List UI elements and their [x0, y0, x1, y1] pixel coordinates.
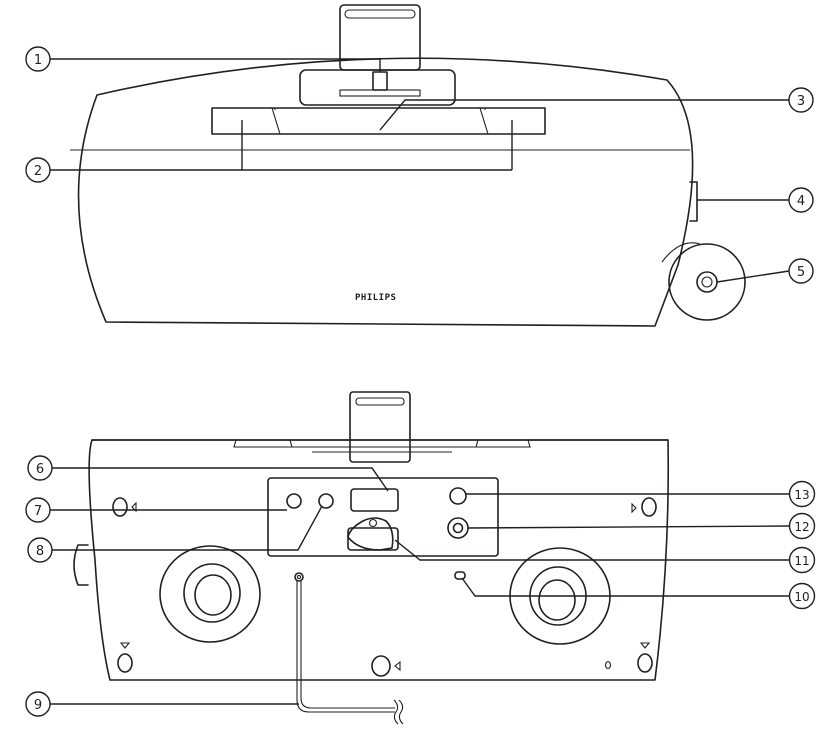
- lead-1: [50, 58, 381, 72]
- leader-lines: [50, 58, 790, 705]
- top-control-panel: [211, 107, 546, 135]
- jack-13: [449, 487, 467, 505]
- jack-12-outer: [447, 517, 469, 539]
- speaker-left-inner: [194, 574, 232, 616]
- speaker-left-outer: [159, 545, 261, 643]
- arrow-tl: [131, 501, 137, 513]
- dock-base: [299, 69, 456, 106]
- callout-4-label: 4: [797, 194, 805, 209]
- callout-9: 9: [25, 691, 51, 717]
- lead-5: [716, 270, 790, 283]
- callout-2-label: 2: [34, 164, 42, 179]
- antenna-connector: [347, 527, 399, 551]
- callout-7-label: 7: [34, 504, 42, 519]
- arrow-bc: [394, 660, 401, 672]
- lead-11: [394, 539, 789, 561]
- callout-6: 6: [27, 455, 53, 481]
- arrow-tr: [631, 502, 637, 514]
- callout-13-label: 13: [794, 488, 809, 502]
- lead-6: [52, 467, 389, 492]
- screw-hole-bc: [371, 655, 391, 677]
- callout-5-label: 5: [797, 265, 805, 280]
- speaker-right-inner: [538, 579, 576, 621]
- cable-entry-inner: [296, 574, 302, 580]
- callout-11: 11: [788, 546, 816, 574]
- back-rim-tabs: [233, 439, 531, 453]
- screw-hole-tr: [641, 497, 657, 517]
- callout-12-label: 12: [794, 520, 809, 534]
- back-body-outline: [88, 439, 670, 681]
- callout-7: 7: [25, 497, 51, 523]
- callout-5: 5: [788, 258, 814, 284]
- callout-12: 12: [788, 512, 816, 540]
- back-dock-arm: [349, 391, 411, 463]
- callout-4: 4: [788, 187, 814, 213]
- back-view: [73, 391, 670, 725]
- cable-entry-outer: [294, 572, 304, 582]
- display-slot: [350, 488, 399, 512]
- callout-1-label: 1: [34, 53, 42, 68]
- callout-10-label: 10: [794, 590, 809, 604]
- callout-11-label: 11: [794, 554, 809, 568]
- callout-10: 10: [788, 582, 816, 610]
- socket-10: [454, 571, 466, 580]
- callout-3-label: 3: [797, 94, 805, 109]
- lead-3: [379, 99, 789, 131]
- back-dock-arm-slot: [355, 397, 405, 406]
- jack-12-inner: [452, 522, 464, 534]
- lead-8: [52, 505, 323, 551]
- dock-arm-slot: [344, 9, 416, 19]
- callout-9-label: 9: [34, 698, 42, 713]
- callout-3: 3: [788, 87, 814, 113]
- jack-7: [286, 493, 302, 509]
- port-magnifier-lead: [661, 242, 701, 263]
- callout-13: 13: [788, 480, 816, 508]
- lead-10: [461, 577, 789, 597]
- lead-12: [467, 525, 790, 529]
- callout-8-label: 8: [36, 544, 44, 559]
- callout-2: 2: [25, 157, 51, 183]
- dock-connector-plate: [339, 89, 421, 97]
- back-side-knob: [73, 544, 89, 586]
- cable-break: [393, 699, 404, 725]
- front-view: PHILIPS: [70, 4, 746, 327]
- port-magnifier: [668, 243, 746, 321]
- arrow-bl: [119, 642, 131, 649]
- panel-dividers: [271, 107, 489, 135]
- screw-hole-bl: [117, 653, 133, 673]
- dock-connector: [372, 71, 388, 91]
- jack-8: [318, 493, 334, 509]
- antenna-screw: [368, 518, 378, 528]
- antenna-knob: [347, 517, 394, 551]
- power-cable: [296, 581, 395, 713]
- callout-8: 8: [27, 537, 53, 563]
- callouts: 1 2 3 4 5 6 7 8: [25, 46, 816, 717]
- arrow-br: [639, 642, 651, 649]
- back-control-panel: [267, 477, 499, 557]
- speaker-left-mid: [183, 563, 241, 623]
- callout-1: 1: [25, 46, 51, 72]
- small-hole: [604, 660, 612, 670]
- side-knob: [689, 181, 698, 222]
- lead-2: [50, 120, 513, 171]
- screw-hole-br: [637, 653, 653, 673]
- port-ring: [696, 271, 718, 293]
- screw-hole-tl: [112, 497, 128, 517]
- brand-logo: PHILIPS: [355, 293, 396, 303]
- callout-6-label: 6: [36, 462, 44, 477]
- front-body-outline: [77, 57, 694, 327]
- port-center: [701, 276, 713, 288]
